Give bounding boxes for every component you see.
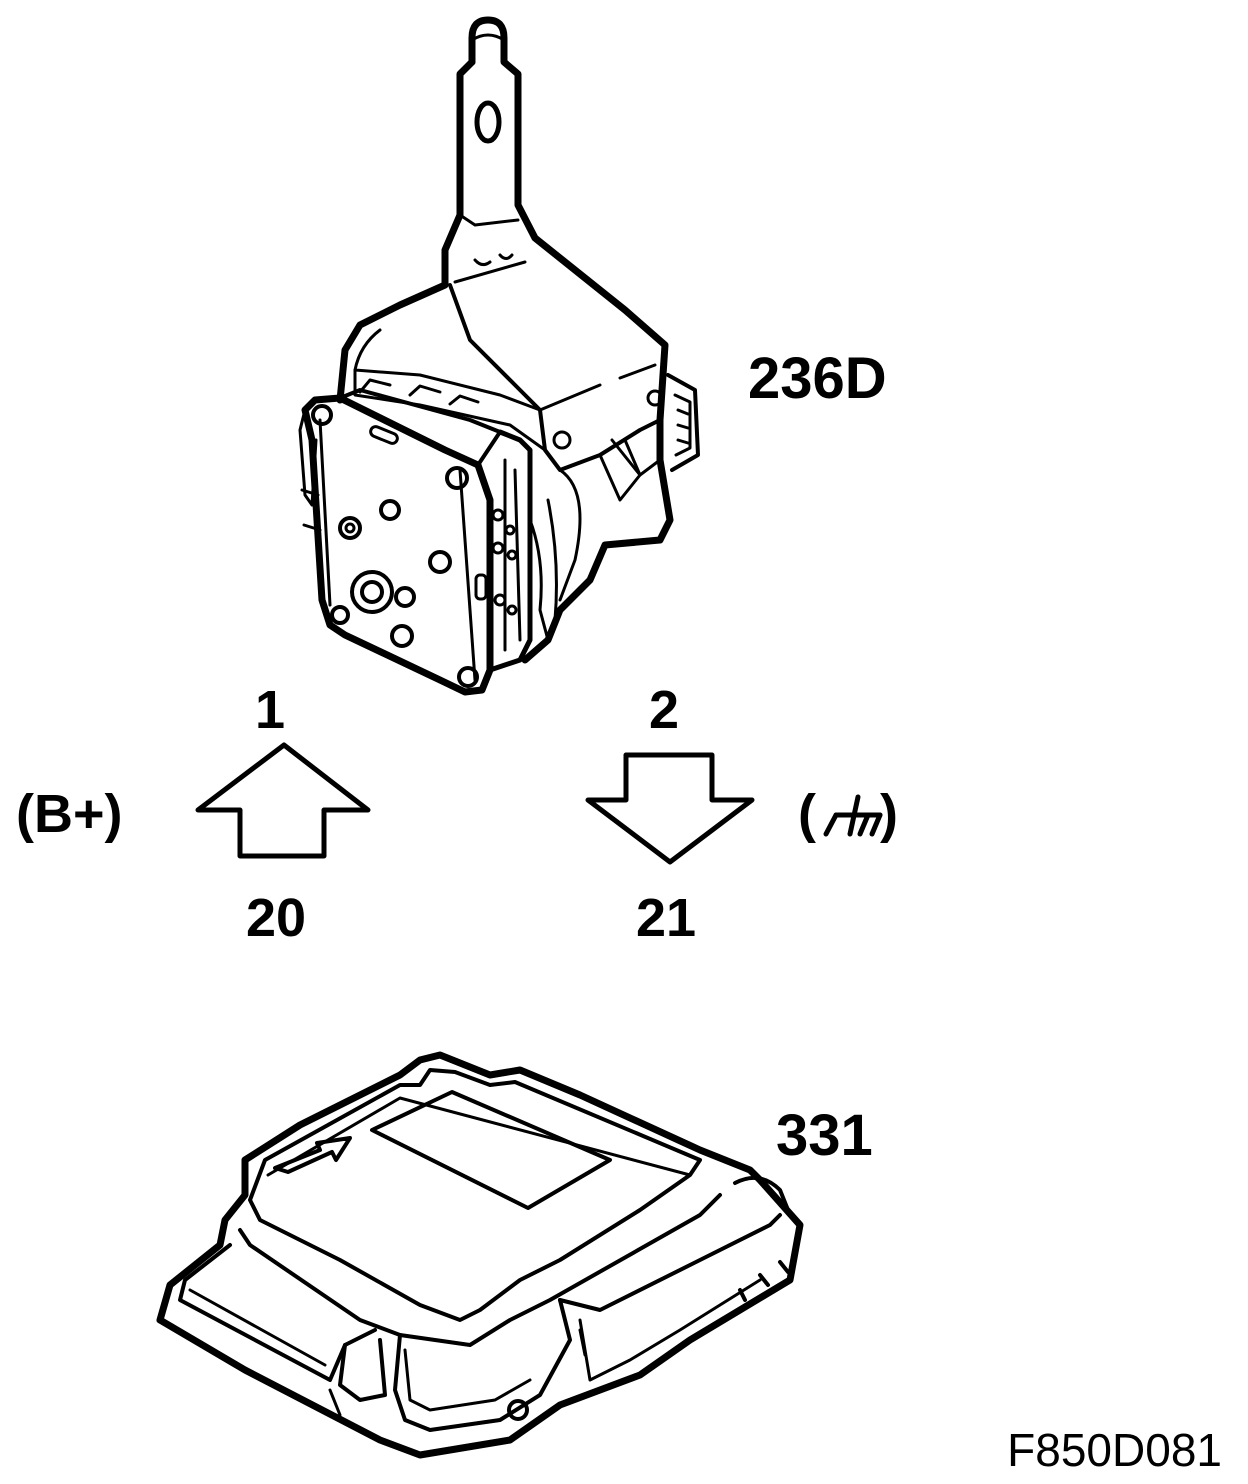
supply-up-arrow xyxy=(195,742,371,859)
down-arrow-icon xyxy=(585,752,755,865)
ground-symbol-icon xyxy=(823,794,883,837)
up-arrow-icon xyxy=(195,742,371,859)
ground-close-paren: ) xyxy=(880,784,898,844)
actuator-motor-drawing xyxy=(298,16,700,696)
figure-code-label: F850D081 xyxy=(1007,1424,1222,1476)
control-module-drawing xyxy=(156,1051,804,1459)
motor-reference-label: 236D xyxy=(748,346,887,411)
pin-2-label: 2 xyxy=(649,680,679,740)
pin-20-label: 20 xyxy=(246,888,306,948)
module-reference-label: 331 xyxy=(776,1103,873,1168)
ground-down-arrow xyxy=(585,752,755,865)
ground-symbol xyxy=(823,794,883,837)
pin-21-label: 21 xyxy=(636,888,696,948)
ground-open-paren: ( xyxy=(798,784,816,844)
supply-b-plus-label: (B+) xyxy=(16,784,123,844)
pin-1-label: 1 xyxy=(255,680,285,740)
